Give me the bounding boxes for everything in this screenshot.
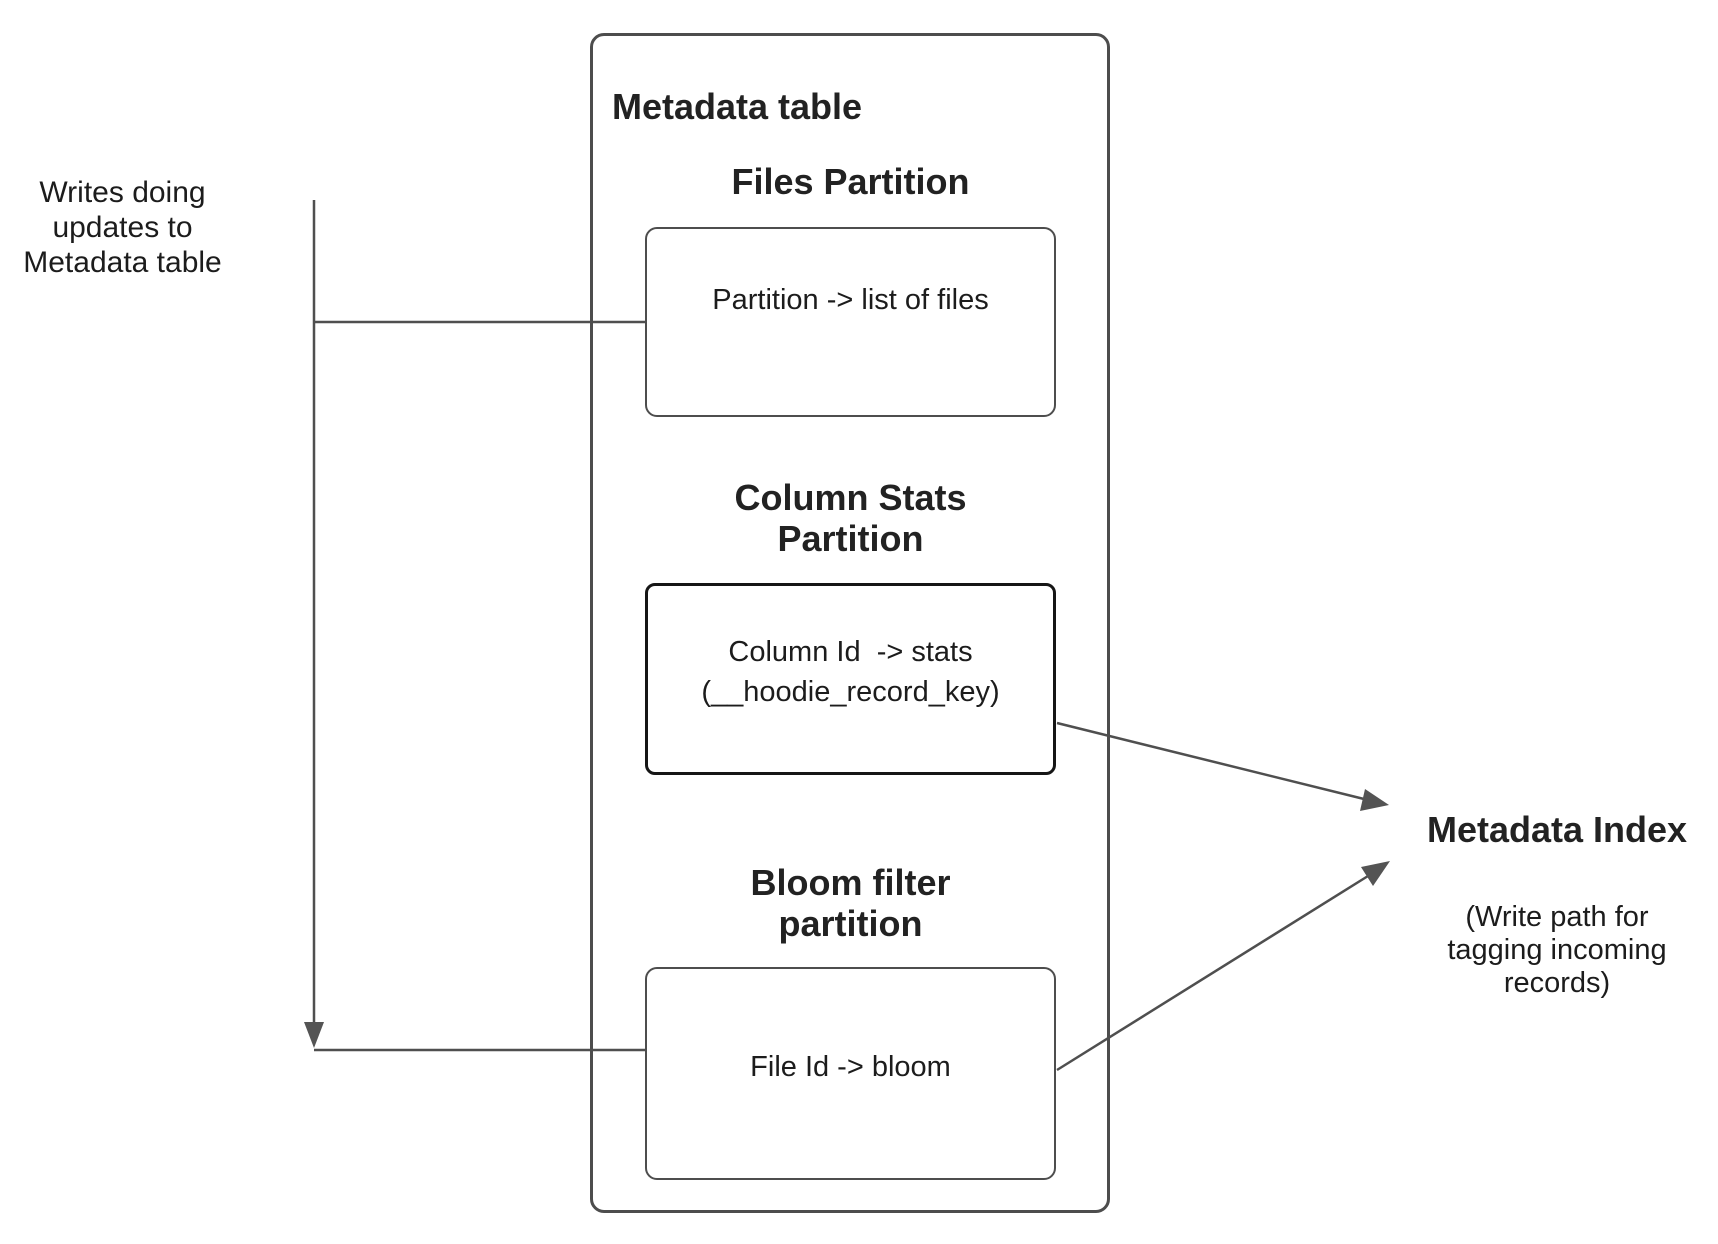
metadata-index-subtitle: (Write path for tagging incoming records… xyxy=(1447,901,1667,999)
bloom-filter-partition-label: File Id -> bloom xyxy=(750,1051,951,1083)
files-partition-heading: Files Partition xyxy=(731,161,970,202)
column-stats-partition-box: Column Id -> stats (__hoodie_record_key) xyxy=(645,583,1056,775)
column-stats-partition-label: Column Id -> stats (__hoodie_record_key) xyxy=(701,636,1000,708)
metadata-index-title: Metadata Index xyxy=(1426,809,1688,850)
writes-note: Writes doing updates to Metadata table xyxy=(23,176,222,279)
bloom-filter-partition-box: File Id -> bloom xyxy=(645,967,1056,1180)
column-stats-partition-heading: Column Stats Partition xyxy=(734,477,967,559)
bloom-to-index-arrowhead xyxy=(1361,861,1390,886)
down-arrowhead xyxy=(304,1022,324,1048)
metadata-table-box xyxy=(590,33,1110,1213)
bloom-filter-partition-heading: Bloom filter partition xyxy=(750,862,951,944)
files-partition-box: Partition -> list of files xyxy=(645,227,1056,417)
stats-to-index-arrowhead xyxy=(1360,789,1389,811)
files-partition-label: Partition -> list of files xyxy=(712,284,989,316)
metadata-table-title: Metadata table xyxy=(612,86,863,127)
